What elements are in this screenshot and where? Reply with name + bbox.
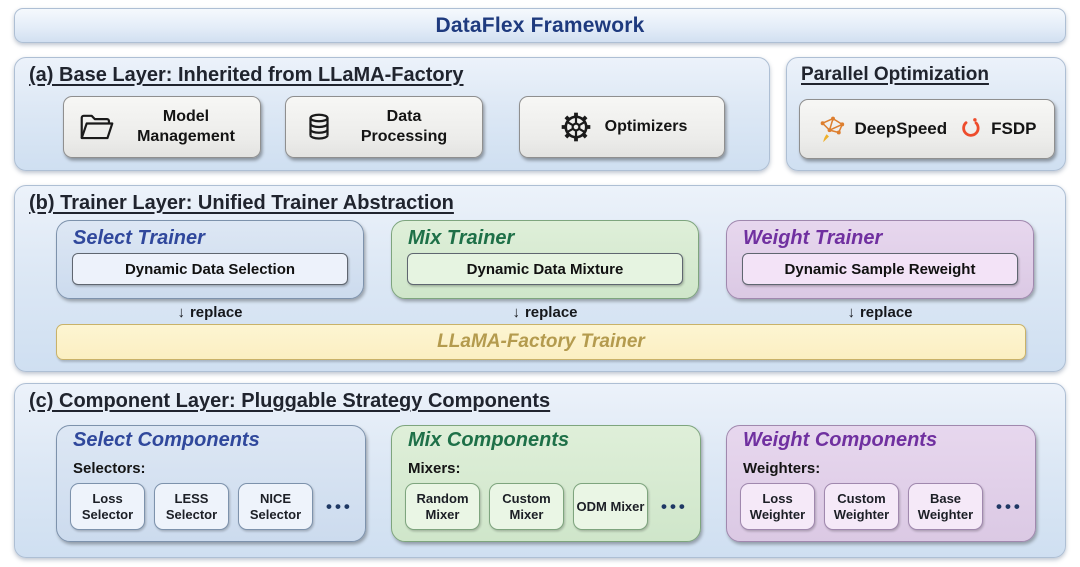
- gear-icon: [557, 108, 595, 146]
- replace-label: replace: [524, 304, 578, 321]
- weight-components-card: Weight Components Weighters: Loss Weight…: [726, 425, 1036, 542]
- weight-trainer-card: Weight Trainer Dynamic Sample Reweight: [726, 220, 1034, 299]
- mixers-label: Mixers:: [408, 460, 461, 477]
- custom-mixer-chip: Custom Mixer: [489, 483, 564, 530]
- mix-components-title: Mix Components: [408, 429, 570, 451]
- trainer-layer-panel: (b) Trainer Layer: Unified Trainer Abstr…: [14, 185, 1066, 372]
- mix-trainer-card: Mix Trainer Dynamic Data Mixture: [391, 220, 699, 299]
- folder-icon: [78, 111, 116, 143]
- base-weighter-chip: Base Weighter: [908, 483, 983, 530]
- parallel-frameworks-card: DeepSpeed FSDP: [799, 99, 1055, 159]
- select-components-card: Select Components Selectors: Loss Select…: [56, 425, 366, 542]
- model-management-card: Model Management: [63, 96, 261, 158]
- mix-trainer-title: Mix Trainer: [408, 227, 515, 249]
- card-label: Optimizers: [604, 118, 688, 135]
- replace-annotation: ↓replace: [391, 304, 699, 321]
- down-arrow-icon: ↓: [512, 304, 520, 321]
- select-trainer-title: Select Trainer: [73, 227, 205, 249]
- base-layer-heading: (a) Base Layer: Inherited from LLaMA-Fac…: [29, 64, 464, 86]
- weighters-label: Weighters:: [743, 460, 821, 477]
- custom-weighter-chip: Custom Weighter: [824, 483, 899, 530]
- replace-annotation: ↓replace: [726, 304, 1034, 321]
- weight-trainer-title: Weight Trainer: [743, 227, 883, 249]
- weight-components-title: Weight Components: [743, 429, 938, 451]
- loss-weighter-chip: Loss Weighter: [740, 483, 815, 530]
- card-label: Data Processing: [360, 108, 448, 145]
- parallel-optimization-heading: Parallel Optimization: [801, 64, 989, 85]
- parallel-optimization-panel: Parallel Optimization: [786, 57, 1066, 171]
- dynamic-sample-reweight-box: Dynamic Sample Reweight: [742, 253, 1018, 285]
- ellipsis-icon: •••: [996, 496, 1023, 516]
- nice-selector-chip: NICE Selector: [238, 483, 313, 530]
- ellipsis-icon: •••: [661, 496, 688, 516]
- component-layer-panel: (c) Component Layer: Pluggable Strategy …: [14, 383, 1066, 558]
- ellipsis-icon: •••: [326, 496, 353, 516]
- down-arrow-icon: ↓: [177, 304, 185, 321]
- replace-annotation: ↓replace: [56, 304, 364, 321]
- mix-components-card: Mix Components Mixers: Random Mixer Cust…: [391, 425, 701, 542]
- random-mixer-chip: Random Mixer: [405, 483, 480, 530]
- llama-factory-trainer-bar: LLaMA-Factory Trainer: [56, 324, 1026, 360]
- selectors-label: Selectors:: [73, 460, 146, 477]
- optimizers-card: Optimizers: [519, 96, 725, 158]
- replace-label: replace: [189, 304, 243, 321]
- weighter-chip-row: Loss Weighter Custom Weighter Base Weigh…: [740, 483, 1027, 530]
- pytorch-flame-icon: [958, 116, 984, 142]
- component-layer-heading: (c) Component Layer: Pluggable Strategy …: [29, 390, 551, 412]
- card-label: Model Management: [137, 108, 235, 145]
- trainer-layer-heading: (b) Trainer Layer: Unified Trainer Abstr…: [29, 192, 454, 214]
- base-layer-panel: (a) Base Layer: Inherited from LLaMA-Fac…: [14, 57, 770, 171]
- mixer-chip-row: Random Mixer Custom Mixer ODM Mixer •••: [405, 483, 692, 530]
- dynamic-data-mixture-box: Dynamic Data Mixture: [407, 253, 683, 285]
- dynamic-data-selection-box: Dynamic Data Selection: [72, 253, 348, 285]
- down-arrow-icon: ↓: [847, 304, 855, 321]
- select-trainer-card: Select Trainer Dynamic Data Selection: [56, 220, 364, 299]
- less-selector-chip: LESS Selector: [154, 483, 229, 530]
- deepspeed-network-icon: [818, 114, 848, 144]
- framework-title: DataFlex Framework: [435, 13, 645, 37]
- framework-title-bar: DataFlex Framework: [14, 8, 1066, 43]
- select-components-title: Select Components: [73, 429, 260, 451]
- loss-selector-chip: Loss Selector: [70, 483, 145, 530]
- database-icon: [304, 110, 334, 144]
- deepspeed-label: DeepSpeed: [854, 119, 948, 139]
- odm-mixer-chip: ODM Mixer: [573, 483, 648, 530]
- selector-chip-row: Loss Selector LESS Selector NICE Selecto…: [70, 483, 357, 530]
- replace-label: replace: [859, 304, 913, 321]
- fsdp-label: FSDP: [991, 119, 1037, 139]
- data-processing-card: Data Processing: [285, 96, 483, 158]
